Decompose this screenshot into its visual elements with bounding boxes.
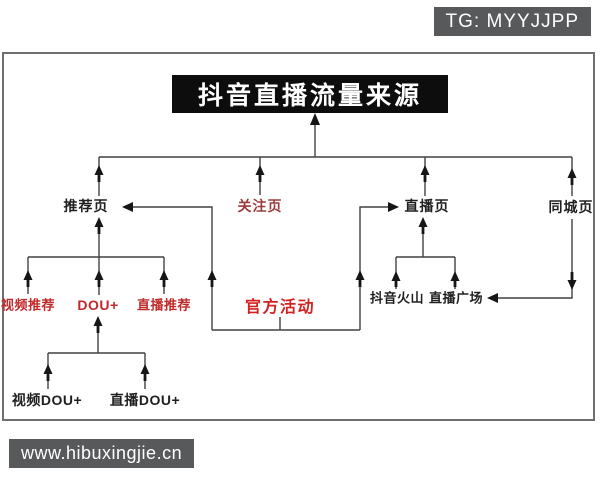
diagram-frame bbox=[2, 52, 595, 421]
node-guanzhuye: 关注页 bbox=[237, 198, 283, 214]
website-watermark-badge: www.hibuxingjie.cn bbox=[9, 439, 195, 468]
node-zhiboye: 直播页 bbox=[404, 198, 450, 214]
diagram-title: 抖音直播流量来源 bbox=[197, 82, 422, 110]
connector-riser-guanzhuye bbox=[255, 157, 265, 195]
diagram-title-box: 抖音直播流量来源 bbox=[172, 75, 448, 113]
tg-watermark-badge: TG: MYYJJPP bbox=[433, 7, 591, 36]
connector-douplus-children bbox=[43, 316, 150, 389]
connector-guanfang-branches bbox=[122, 202, 399, 331]
connector-tongcheng-guangchang bbox=[487, 219, 577, 303]
node-tuijianye: 推荐页 bbox=[63, 198, 109, 214]
node-shipin-dou-plus: 视频DOU+ bbox=[11, 392, 83, 408]
node-dou-plus: DOU+ bbox=[77, 297, 119, 313]
connector-riser-zhiboye bbox=[420, 157, 430, 196]
node-douyin-huoshan: 抖音火山 bbox=[369, 290, 425, 306]
connector-riser-tongchengye bbox=[567, 157, 577, 196]
connector-tuijianye-children bbox=[23, 217, 169, 295]
tg-watermark-text: TG: MYYJJPP bbox=[445, 10, 579, 32]
connector-bus-to-title bbox=[310, 113, 320, 157]
node-guanfang-huodong: 官方活动 bbox=[244, 299, 316, 316]
node-zhibo-tuijian: 直播推荐 bbox=[136, 297, 192, 313]
node-shipin-tuijian: 视频推荐 bbox=[0, 297, 56, 313]
connector-zhiboye-children bbox=[391, 217, 460, 289]
connector-riser-tuijianye bbox=[94, 157, 104, 196]
node-zhibo-guangchang: 直播广场 bbox=[428, 290, 484, 306]
website-watermark-text: www.hibuxingjie.cn bbox=[21, 443, 183, 463]
node-tongchengye: 同城页 bbox=[548, 199, 594, 215]
node-zhibo-dou-plus: 直播DOU+ bbox=[109, 392, 181, 408]
